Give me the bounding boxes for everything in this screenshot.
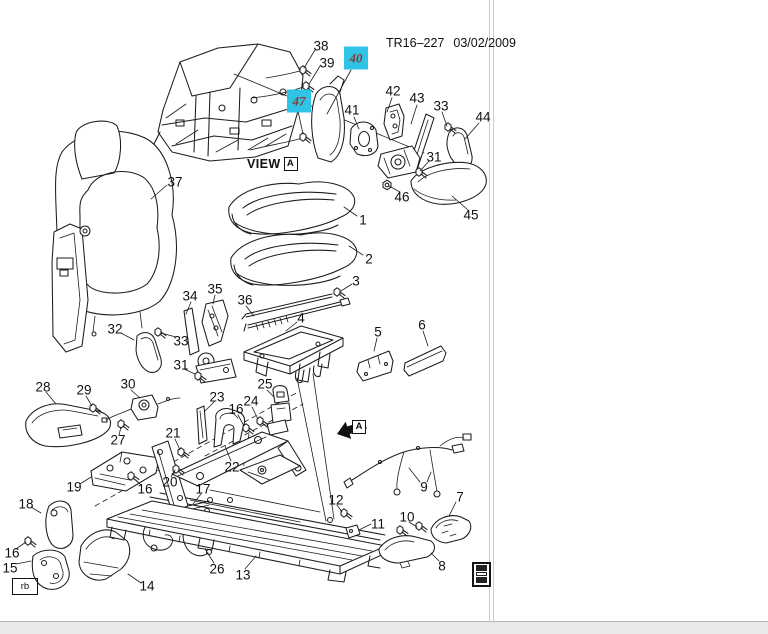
callout-16[interactable]: 16 bbox=[4, 545, 20, 561]
direction-letter-box: A bbox=[352, 420, 366, 434]
callout-32[interactable]: 32 bbox=[107, 321, 123, 337]
callout-27[interactable]: 27 bbox=[110, 432, 126, 448]
detail-marker-art-top bbox=[476, 565, 487, 571]
callout-6[interactable]: 6 bbox=[418, 317, 426, 333]
callout-2[interactable]: 2 bbox=[365, 251, 373, 267]
callout-14[interactable]: 14 bbox=[139, 578, 155, 594]
callout-1[interactable]: 1 bbox=[359, 212, 367, 228]
callout-23[interactable]: 23 bbox=[209, 389, 225, 405]
part-32-strip bbox=[135, 331, 162, 373]
figure-number: TR16–227 bbox=[386, 36, 445, 50]
figure-date: 03/02/2009 bbox=[453, 36, 516, 50]
callout-18[interactable]: 18 bbox=[18, 496, 34, 512]
part-18-cover bbox=[45, 500, 74, 549]
callout-36[interactable]: 36 bbox=[237, 292, 253, 308]
part-3-rod bbox=[241, 287, 346, 320]
part-35-plate bbox=[201, 299, 229, 347]
callout-12[interactable]: 12 bbox=[328, 492, 344, 508]
callout-16[interactable]: 16 bbox=[137, 481, 153, 497]
callout-44[interactable]: 44 bbox=[475, 109, 491, 125]
callout-4[interactable]: 4 bbox=[297, 310, 305, 326]
body-structure-sketch bbox=[149, 43, 307, 162]
part-40-shield-panel bbox=[311, 75, 345, 163]
callout-3[interactable]: 3 bbox=[352, 273, 360, 289]
part-1-cushion bbox=[228, 181, 356, 235]
callout-34[interactable]: 34 bbox=[182, 288, 198, 304]
callout-31[interactable]: 31 bbox=[173, 357, 189, 373]
part-2-cushion bbox=[230, 232, 358, 286]
part-15-bracket bbox=[31, 549, 70, 590]
detail-marker-art-mid bbox=[476, 572, 487, 576]
callout-5[interactable]: 5 bbox=[374, 324, 382, 340]
part-37-seat-back bbox=[51, 120, 177, 353]
part-6-panel bbox=[403, 345, 447, 377]
callout-17[interactable]: 17 bbox=[195, 481, 211, 497]
callout-33[interactable]: 33 bbox=[433, 98, 449, 114]
callout-15[interactable]: 15 bbox=[2, 560, 18, 576]
rb-badge: rb bbox=[12, 578, 38, 595]
callout-31[interactable]: 31 bbox=[426, 149, 442, 165]
callout-33[interactable]: 33 bbox=[173, 333, 189, 349]
callout-26[interactable]: 26 bbox=[209, 561, 225, 577]
callout-37[interactable]: 37 bbox=[167, 174, 183, 190]
callout-35[interactable]: 35 bbox=[207, 281, 223, 297]
callout-19[interactable]: 19 bbox=[66, 479, 82, 495]
part-4-frame bbox=[243, 325, 344, 383]
part-9-harness bbox=[343, 433, 472, 498]
callout-21[interactable]: 21 bbox=[165, 425, 181, 441]
part-22-handle bbox=[213, 408, 246, 448]
callout-13[interactable]: 13 bbox=[235, 567, 251, 583]
part-5-bracket bbox=[356, 350, 394, 382]
part-13-track-assembly bbox=[106, 431, 387, 583]
part-36-rod bbox=[243, 297, 351, 332]
callout-24[interactable]: 24 bbox=[243, 393, 259, 409]
part-45-side-panel bbox=[410, 161, 487, 205]
callout-20[interactable]: 20 bbox=[162, 474, 178, 490]
callout-28[interactable]: 28 bbox=[35, 379, 51, 395]
callout-46[interactable]: 46 bbox=[394, 189, 410, 205]
part-43-strap-recliner bbox=[377, 113, 435, 179]
callout-8[interactable]: 8 bbox=[438, 558, 446, 574]
callout-43[interactable]: 43 bbox=[409, 90, 425, 106]
part-42-bracket bbox=[383, 103, 405, 141]
footer-strip bbox=[0, 621, 768, 634]
callout-47[interactable]: 47 bbox=[287, 89, 311, 113]
figure-reference: TR16–227 03/02/2009 bbox=[386, 36, 525, 50]
part-14-cover bbox=[78, 529, 131, 581]
callout-16[interactable]: 16 bbox=[228, 401, 244, 417]
callout-10[interactable]: 10 bbox=[399, 509, 415, 525]
callout-29[interactable]: 29 bbox=[76, 382, 92, 398]
part-34-strap-gear bbox=[183, 307, 237, 384]
callout-11[interactable]: 11 bbox=[370, 516, 386, 532]
part-28-shield bbox=[25, 403, 112, 448]
view-letter-box: A bbox=[283, 157, 298, 171]
page-divider bbox=[489, 0, 494, 621]
part-8-cover bbox=[378, 535, 436, 569]
callout-40[interactable]: 40 bbox=[344, 46, 368, 70]
part-7-cover bbox=[430, 515, 472, 544]
callout-45[interactable]: 45 bbox=[463, 207, 479, 223]
part-25-buckle bbox=[266, 385, 292, 436]
callout-9[interactable]: 9 bbox=[420, 479, 428, 495]
view-label: VIEW A bbox=[247, 157, 298, 171]
callout-38[interactable]: 38 bbox=[313, 38, 329, 54]
leader-lines bbox=[15, 49, 480, 584]
callout-42[interactable]: 42 bbox=[385, 83, 401, 99]
callout-25[interactable]: 25 bbox=[257, 376, 273, 392]
detail-marker-art-bottom bbox=[476, 577, 487, 583]
part-19-bracket bbox=[90, 451, 160, 492]
detail-marker-icon bbox=[472, 562, 491, 587]
part-23-strip bbox=[196, 405, 208, 445]
callout-7[interactable]: 7 bbox=[456, 489, 464, 505]
callout-41[interactable]: 41 bbox=[344, 102, 360, 118]
view-label-text: VIEW bbox=[247, 157, 281, 171]
callout-22[interactable]: 22 bbox=[224, 459, 240, 475]
part-30-motor bbox=[101, 394, 181, 423]
callout-39[interactable]: 39 bbox=[319, 55, 335, 71]
part-41-plate bbox=[349, 121, 379, 157]
callout-30[interactable]: 30 bbox=[120, 376, 136, 392]
